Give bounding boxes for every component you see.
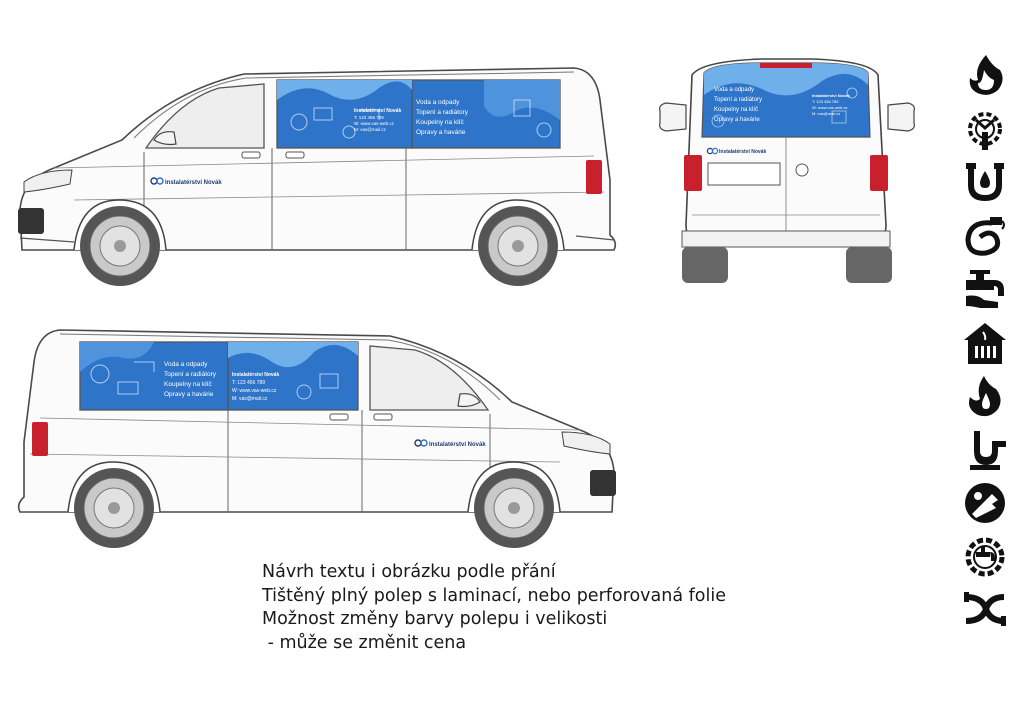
company-name-text: Instalatérství Novák — [812, 93, 851, 98]
service-item: Koupelny na klíč — [164, 381, 212, 388]
service-item: Koupelny na klíč — [416, 119, 464, 126]
note-line: - může se změnit cena — [262, 632, 467, 653]
company-mail-text: M: vas@mail.cz — [232, 396, 268, 402]
van-side-view-left: Instalatérství Novák T: 123 456 789 W: w… — [14, 60, 620, 295]
service-item: Opravy a havárie — [714, 117, 760, 123]
company-web-text: W: www.vas-web.cz — [232, 388, 277, 394]
hose-icon — [965, 216, 1005, 256]
pipe-knot-icon — [964, 592, 1006, 626]
pipe-wrench-icon — [965, 483, 1005, 523]
company-web-text: W: www.vas-web.cz — [354, 121, 395, 126]
service-item: Opravy a havárie — [164, 391, 214, 398]
service-item: Opravy a havárie — [416, 129, 466, 136]
siphon-icon — [970, 430, 1006, 470]
service-item: Topení a radiátory — [416, 109, 469, 116]
brand-logo — [706, 147, 719, 155]
service-item: Voda a odpady — [164, 361, 208, 368]
flame-drop-icon — [969, 376, 1001, 417]
van-side-view-right: Voda a odpady Topení a radiátory Koupeln… — [14, 322, 620, 557]
note-line: Návrh textu i obrázku podle přání — [262, 562, 556, 582]
company-mail-text: M: vas@mail.cz — [354, 127, 387, 132]
brand-name-text: Instalatérství Novák — [719, 149, 766, 155]
service-item: Voda a odpady — [416, 99, 460, 106]
van-rear-view: Voda a odpady Topení a radiátory Koupeln… — [652, 55, 922, 287]
service-item: Topení a radiátory — [714, 97, 762, 103]
house-radiator-icon — [964, 322, 1006, 364]
pipe-drop-icon — [966, 163, 1004, 201]
company-mail-text: M: vas@mail.cz — [812, 111, 840, 116]
note-line: Možnost změny barvy polepu i velikosti — [262, 609, 608, 629]
brand-name-text: Instalatérství Novák — [165, 180, 222, 186]
company-name-text: Instalatérství Novák — [232, 372, 279, 378]
service-item: Voda a odpady — [714, 87, 754, 93]
brand-logo — [414, 439, 428, 447]
company-phone-text: T: 123 456 789 — [354, 115, 384, 120]
company-phone-text: T: 123 456 789 — [232, 380, 265, 386]
brand-logo — [150, 177, 164, 185]
company-name-text: Instalatérství Novák — [354, 108, 401, 114]
flame-icon — [969, 55, 1003, 95]
gear-wrench-icon — [968, 111, 1002, 150]
faucet-hand-icon — [966, 270, 1004, 308]
service-item: Topení a radiátory — [164, 371, 217, 378]
company-web-text: W: www.vas-web.cz — [812, 105, 848, 110]
note-line: Tištěný plný polep s laminací, nebo perf… — [262, 585, 726, 606]
company-phone-text: T: 123 456 789 — [812, 99, 839, 104]
gear-faucet-icon — [965, 537, 1005, 576]
service-item: Koupelny na klíč — [714, 107, 758, 113]
wrap-notes: Návrh textu i obrázku podle přání Tištěn… — [262, 561, 726, 655]
brand-name-text: Instalatérství Novák — [429, 442, 486, 448]
plumbing-icon-column — [962, 52, 1012, 641]
